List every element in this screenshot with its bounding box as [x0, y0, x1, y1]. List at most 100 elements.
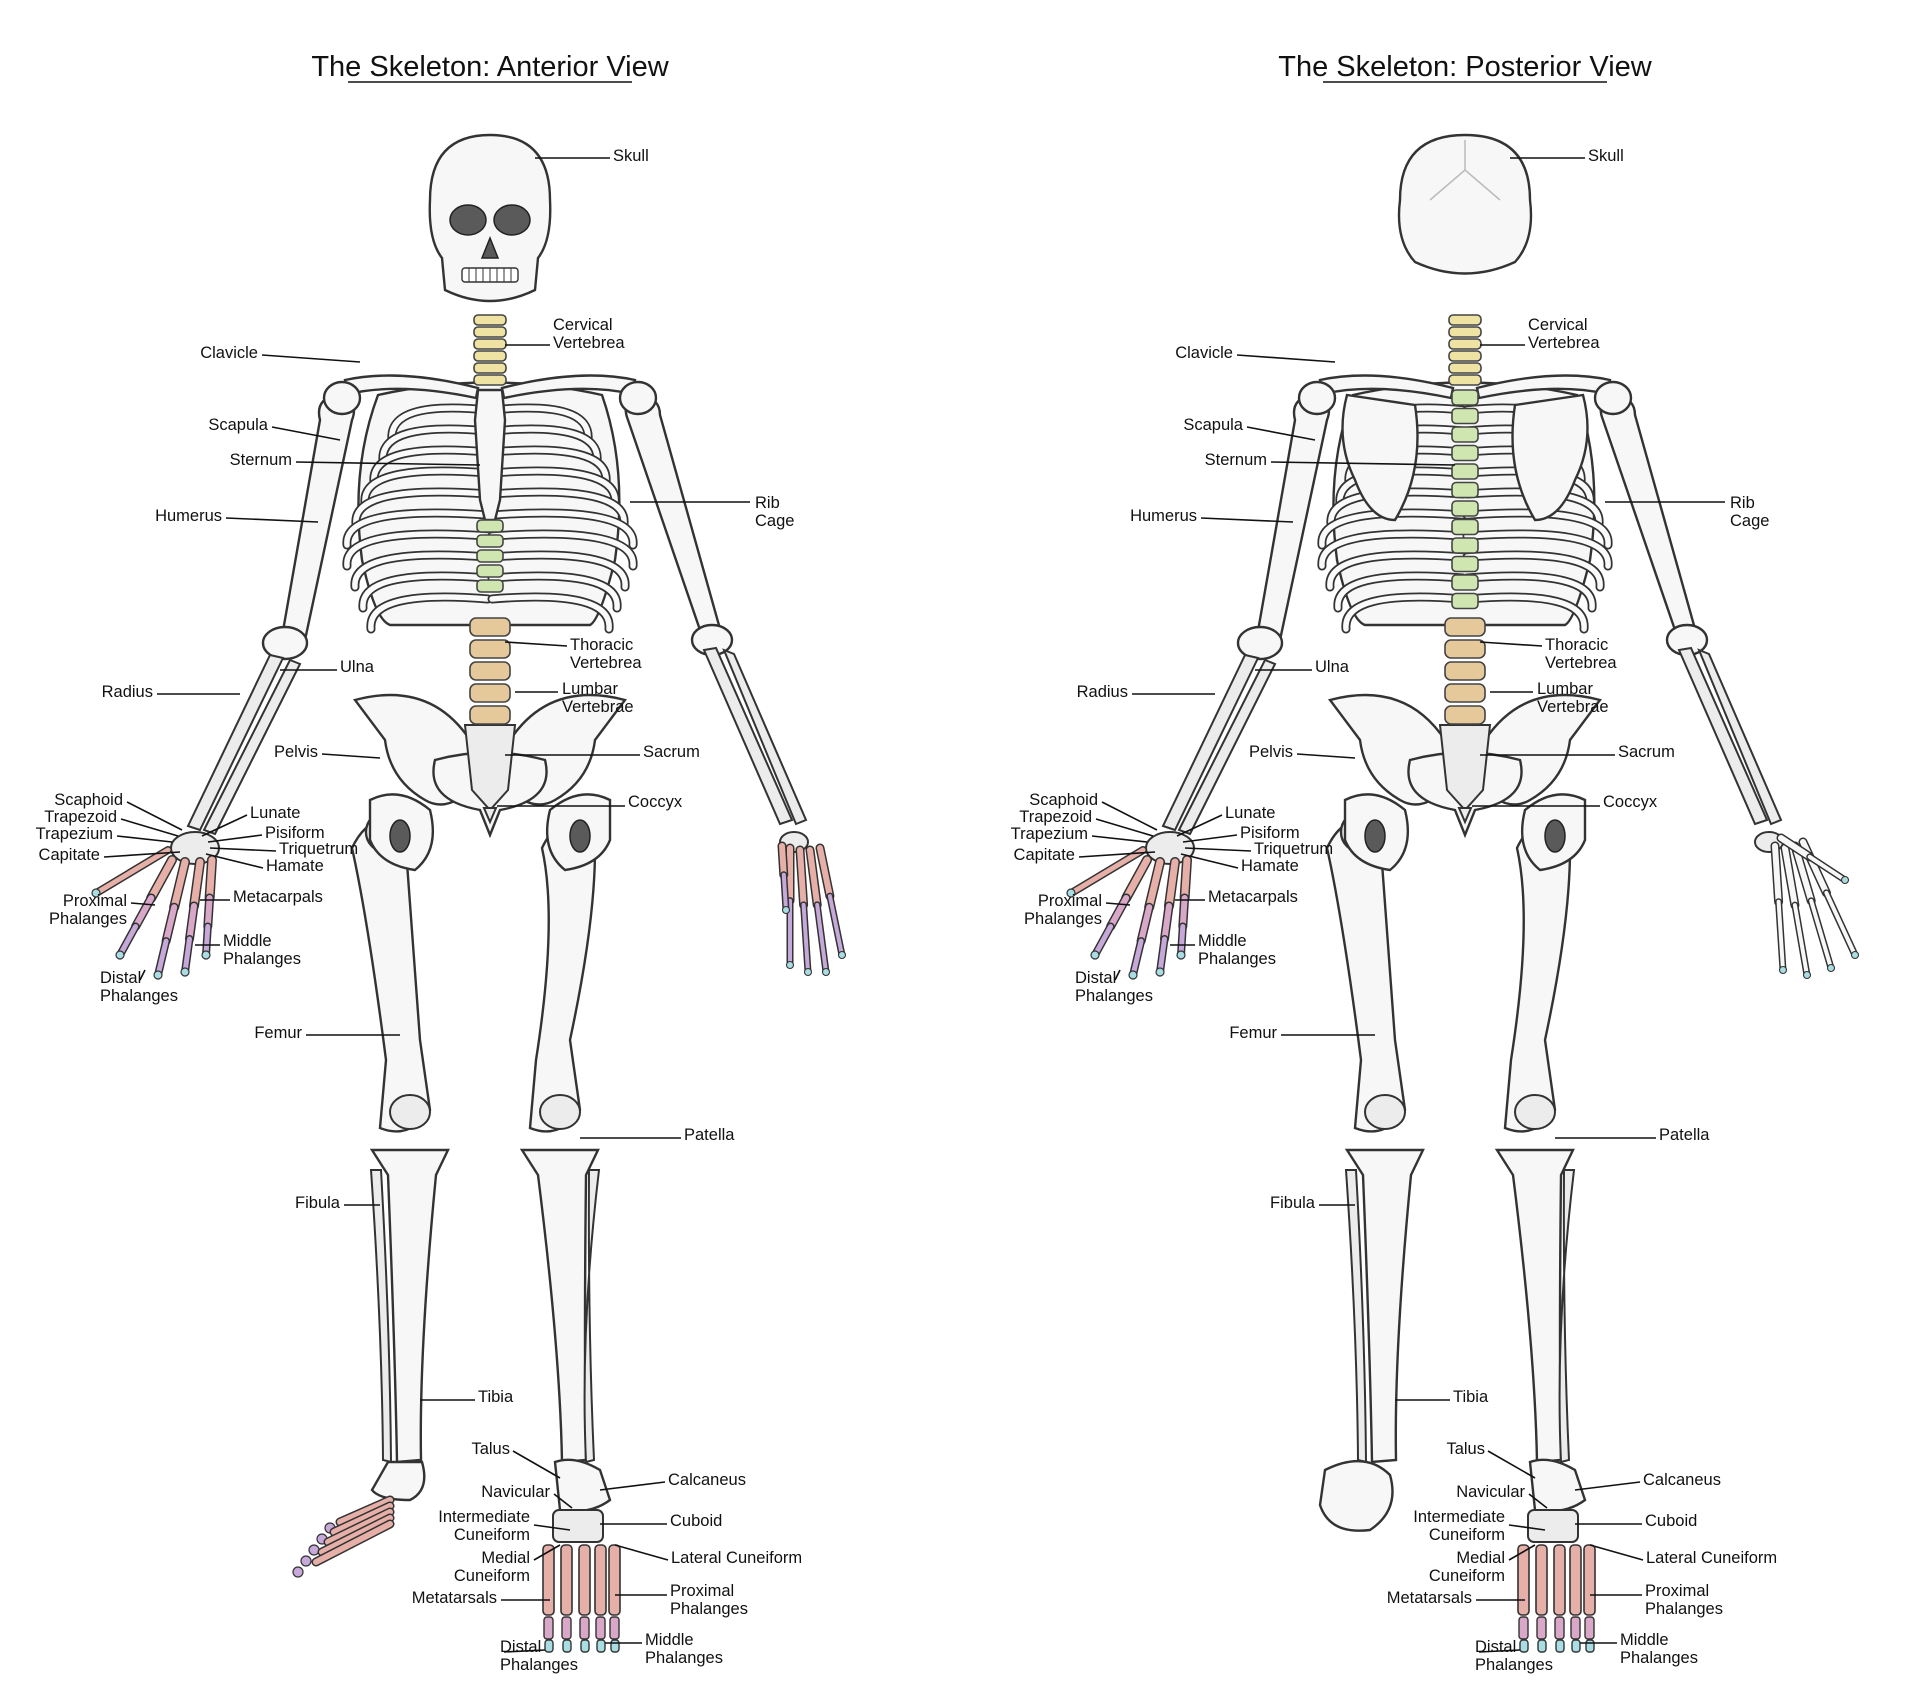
proximal-phalanx [1138, 904, 1153, 945]
radius-bone [1677, 646, 1769, 826]
metatarsal-bone [313, 1521, 393, 1565]
lumbar-vertebra [469, 639, 511, 659]
skull [428, 133, 552, 303]
metatarsal-bone [1569, 1544, 1582, 1616]
proximal-phalanx [186, 903, 197, 942]
distal-phalanx [803, 967, 813, 977]
distal-phalanx [562, 1639, 572, 1653]
patella-bone [1364, 1094, 1406, 1130]
rib-left-fill [360, 573, 491, 611]
cervical-vertebra [1448, 362, 1482, 374]
metatarsals-label: Metatarsals [1387, 1589, 1472, 1607]
intermediate-cuneiform-label-line: Cuneiform [1429, 1526, 1505, 1544]
obturator-foramen [389, 819, 411, 853]
rib-right-fill [1464, 552, 1603, 590]
intermediate-cuneiform-label-line: Intermediate [1413, 1508, 1505, 1526]
rib-left-fill [344, 531, 491, 569]
left-foot [292, 1460, 426, 1578]
sacrum-label: Sacrum [643, 743, 700, 761]
proximal-phalanx [1536, 1616, 1547, 1640]
thumb-tip [1066, 888, 1076, 898]
cervical-label-line: Cervical [1528, 316, 1588, 334]
scapula-right [1511, 393, 1589, 522]
metatarsal-bone [319, 1515, 393, 1555]
thoracic-vertebra [476, 579, 504, 593]
proximal-hand-label-line: Phalanges [49, 910, 127, 928]
cervical-vertebra [473, 374, 507, 386]
metacarpal-bone [190, 858, 204, 910]
view-title: The Skeleton: Posterior View [1278, 51, 1652, 83]
scapula-label: Scapula [208, 416, 268, 434]
metacarpal-bone [170, 858, 189, 911]
lumbar-vertebra [469, 661, 511, 681]
rib-right-fill [489, 531, 636, 569]
distal-phalanx [785, 960, 795, 970]
proximal-phalanx [1554, 1616, 1565, 1640]
tarsals [1527, 1509, 1579, 1543]
radius-bone [186, 653, 285, 832]
navicular-label: Navicular [1456, 1483, 1525, 1501]
scapula-label: Scapula [1183, 416, 1243, 434]
middle-phalanx [1130, 938, 1144, 978]
distal-foot-label-line: Phalanges [500, 1656, 578, 1674]
scapula-left [1341, 393, 1419, 522]
distal-phalanx [596, 1639, 606, 1653]
radius-label: Radius [102, 683, 153, 701]
metacarpals-label: Metacarpals [1208, 888, 1298, 906]
metacarpal-bone [147, 856, 176, 902]
medial-cuneiform-leader-line [1508, 1544, 1536, 1561]
trapezoid-leader-line [120, 818, 179, 837]
vertebral-column [469, 314, 511, 725]
rib-right-fill [1464, 594, 1587, 632]
lateral-cuneiform-leader-line [614, 1544, 669, 1561]
distal-phalanx [1090, 950, 1100, 960]
right-leg [519, 810, 601, 1464]
cervical-vertebra [1448, 338, 1482, 350]
clavicle-leader-line [261, 354, 361, 363]
thoracic-vertebra [1451, 574, 1479, 591]
distal-phalanx [1850, 950, 1860, 960]
metacarpals-label: Metacarpals [233, 888, 323, 906]
clavicle-label: Clavicle [200, 344, 258, 362]
metacarpal-bone [1165, 858, 1179, 910]
rib-left-fill [380, 426, 491, 464]
distal-phalanx [1778, 965, 1788, 975]
distal-foot-leader-line [1478, 1649, 1521, 1653]
femur-label: Femur [254, 1024, 302, 1042]
proximal-phalanx [543, 1616, 554, 1640]
lumbar-label-line: Vertebrae [1537, 698, 1609, 716]
thoracic-vertebra [1451, 389, 1479, 406]
skull [1397, 133, 1533, 275]
distal-phalanx [1537, 1639, 1547, 1653]
cervical-vertebra [1448, 314, 1482, 326]
fibula-label: Fibula [1270, 1194, 1316, 1212]
left-leg [350, 810, 450, 1464]
intermediate-cuneiform-label-line: Intermediate [438, 1508, 530, 1526]
ulna-label: Ulna [1315, 658, 1350, 676]
trapezium-label: Trapezium [36, 825, 113, 843]
cervical-vertebra [1448, 326, 1482, 338]
nasal-cavity [480, 235, 500, 259]
rib-left-fill [368, 594, 491, 632]
distal-phalanx [1128, 970, 1138, 980]
phalanx-bone [801, 902, 810, 974]
scaphoid-leader-line [1101, 801, 1158, 831]
middle-hand-label-line: Middle [1198, 932, 1247, 950]
metacarpal-bone [1772, 843, 1782, 905]
metacarpal-bone [1122, 856, 1151, 902]
fibula-bone [1344, 1169, 1368, 1464]
left-foot [1318, 1459, 1394, 1532]
thoracic-vertebra [1451, 555, 1479, 573]
radius-label: Radius [1077, 683, 1128, 701]
lumbar-vertebra [1444, 683, 1486, 703]
proximal-phalanx [132, 895, 155, 930]
distal-foot-label-line: Distal [500, 1638, 541, 1656]
proximal-phalanx [1107, 895, 1130, 930]
lunate-label: Lunate [1225, 804, 1275, 822]
patella-bone [1514, 1094, 1556, 1130]
